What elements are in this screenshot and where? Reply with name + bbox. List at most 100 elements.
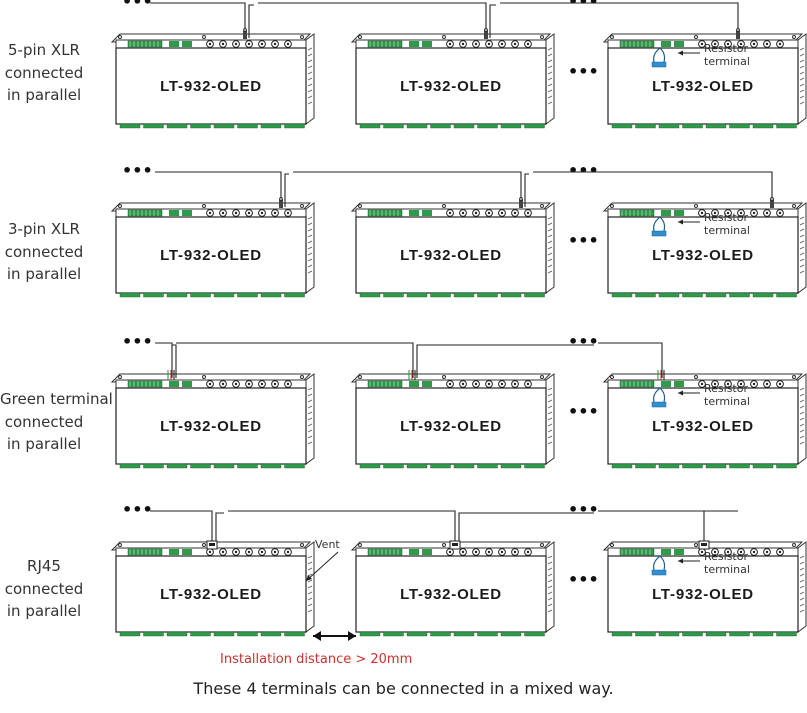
device-label: LT-932-OLED [400,586,502,603]
cable-line [176,342,414,378]
small-terminal [661,210,671,216]
cable-line [500,2,739,38]
green-terminal-block [367,40,403,48]
vent-slat [799,429,805,433]
vent-slat [799,561,805,565]
vent-slat [799,567,805,571]
vent-slat [799,89,805,93]
bottom-terminal [190,123,211,129]
port-jack-center [752,382,756,386]
device-body [607,47,799,125]
bottom-terminal [190,292,211,298]
bottom-terminal [776,123,797,129]
bottom-terminal [705,123,727,129]
small-terminal [409,41,419,47]
ellipsis-left: ••• [122,161,153,180]
vent-slat [547,240,553,244]
mount-hole [358,204,362,208]
device-body [115,555,307,633]
small-terminal [661,549,671,555]
device-body [355,387,547,465]
bottom-terminal [477,463,498,469]
port-jack-center [726,550,730,554]
vent-slat [799,399,805,403]
port-jack-center [221,382,225,386]
vent-slat [799,609,805,613]
cable-line [293,171,522,207]
bottom-terminal [477,123,498,129]
resistor-block [651,569,667,576]
port-jack-center [208,42,212,46]
bottom-terminal [658,463,680,469]
bottom-terminal [729,463,750,469]
vent-slat [547,561,553,565]
green-terminal-block [367,548,403,556]
vent-slat [307,264,313,268]
xlr-cap [484,28,488,32]
vent-slat [307,222,313,226]
vent-arrow [305,551,339,582]
port-jack-center [765,42,769,46]
cable-return [284,173,289,207]
bottom-terminal [284,123,305,129]
xlr-plug [279,200,283,208]
bottom-terminal [166,631,188,637]
device-1: LT-932-OLED [110,373,315,469]
port-jack-center [221,211,225,215]
bottom-terminal [166,463,188,469]
green-terminal-block [619,209,655,217]
small-terminal [409,549,419,555]
port-jack-center [234,211,238,215]
vent-slat [547,411,553,415]
ellipsis-top-right: ••• [568,332,599,351]
vent-slat [307,95,313,99]
bottom-terminal [500,631,522,637]
bottom-terminal [119,463,141,469]
vent-slat [307,435,313,439]
installation-distance: Installation distance > 20mm [220,631,412,667]
device-label: LT-932-OLED [160,247,262,264]
cable-return [524,173,529,207]
port-jack-center [273,550,277,554]
bottom-terminal [166,292,188,298]
small-terminal [169,381,179,387]
bottom-terminal [752,463,774,469]
port-jack-center [448,550,452,554]
mount-hole [300,375,304,379]
device-label: LT-932-OLED [400,78,502,95]
vent-slat [547,89,553,93]
vent-slat [799,240,805,244]
port-jack-center [286,42,290,46]
vent-slat [307,555,313,559]
installation-distance-label: Installation distance > 20mm [220,652,412,667]
mount-hole [610,375,614,379]
bottom-terminal [524,631,545,637]
bottom-terminal [359,123,381,129]
cable-line [155,171,282,207]
resistor-arrow-head [678,50,683,56]
bottom-terminal [729,292,750,298]
vent-slat [547,393,553,397]
mount-hole [792,204,796,208]
port-jack-center [487,550,491,554]
vent-slat [547,234,553,238]
mount-hole [358,375,362,379]
small-terminal [661,381,671,387]
bottom-terminal [635,631,656,637]
small-terminal [674,41,684,47]
vent-slat [799,423,805,427]
vent-slat [799,216,805,220]
vent-slat [307,53,313,57]
mount-hole [202,204,206,208]
port-jack-center [713,42,717,46]
device-2: LT-932-OLED [350,33,555,129]
port-jack-center [700,382,704,386]
port-jack-center [474,211,478,215]
port-jack-center [713,211,717,215]
port-jack-center [500,382,504,386]
port-jack-center [208,382,212,386]
